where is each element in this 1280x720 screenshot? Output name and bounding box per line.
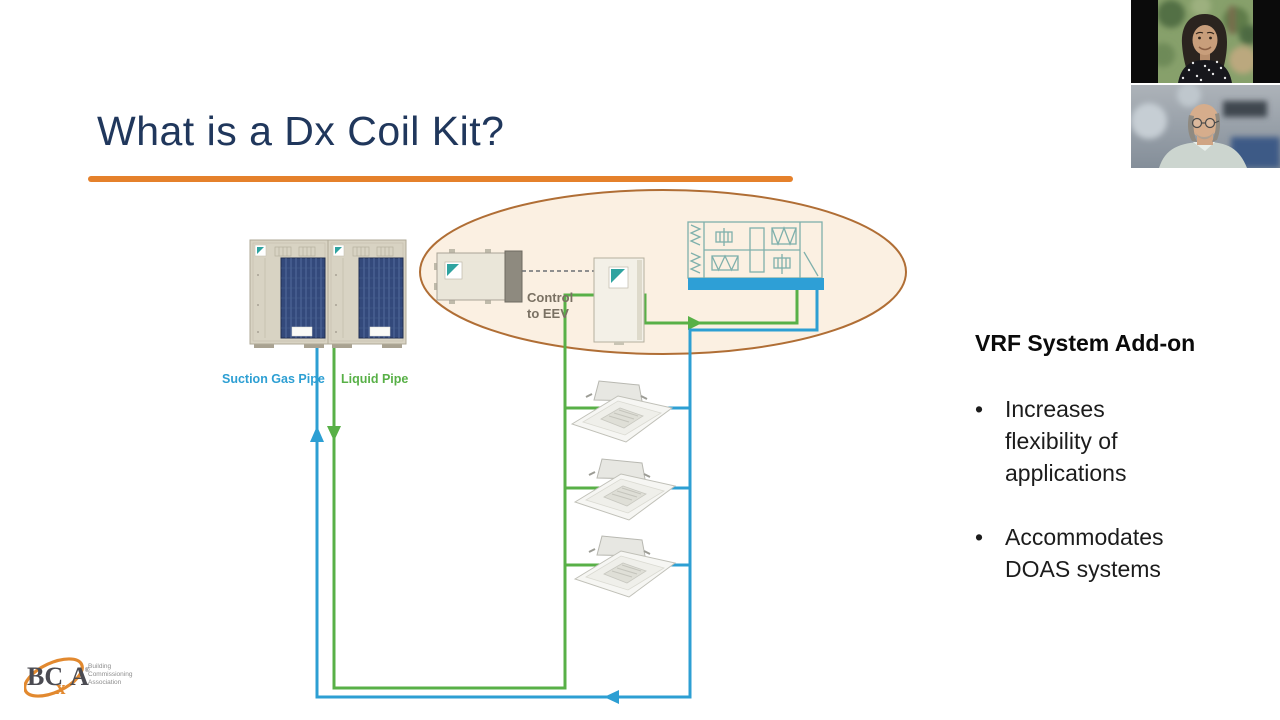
- participant-video-1[interactable]: [1131, 0, 1280, 83]
- liquid-flow-right-arrow: [688, 316, 702, 330]
- suction-gas-pipe-label: Suction Gas Pipe: [222, 372, 325, 386]
- dx-kit-controller-box: [434, 249, 523, 304]
- page-title: What is a Dx Coil Kit?: [97, 108, 505, 154]
- vrf-outdoor-unit-1: [249, 239, 329, 349]
- bullet-item-2: • Accommodates DOAS systems: [975, 521, 1190, 585]
- bca-org-line2: Commissioning: [88, 671, 133, 678]
- bullet-dot: •: [975, 524, 984, 550]
- ceiling-cassette-1: [571, 380, 673, 443]
- bca-logo-bc: BC: [27, 662, 63, 691]
- video-panel: [1131, 0, 1280, 168]
- vrf-outdoor-unit-2: [327, 239, 407, 349]
- notes-heading: VRF System Add-on: [975, 330, 1196, 356]
- participant-2-figure: [1159, 104, 1247, 168]
- participant-video-2[interactable]: [1131, 85, 1280, 168]
- bca-swoosh-icon: [23, 657, 84, 698]
- bca-logo-x: x: [56, 678, 66, 699]
- bca-logo-registered: ®: [85, 667, 90, 674]
- control-to-eev-label-line2: to EEV: [527, 306, 569, 321]
- bullet-text-2: Accommodates DOAS systems: [1005, 524, 1164, 582]
- bullet-text-1: Increases flexibility of applications: [1005, 396, 1127, 486]
- bullet-dot: •: [975, 396, 984, 422]
- suction-flow-left-arrow: [604, 690, 619, 704]
- video-divider: [1131, 83, 1280, 85]
- participant-1-figure: [1178, 14, 1232, 83]
- participant-1-webcam: [1131, 0, 1280, 83]
- bullet-item-1: • Increases flexibility of applications: [975, 393, 1190, 489]
- bca-logo: BC x A ® Building Commissioning Associat…: [23, 644, 174, 708]
- notes-panel: VRF System Add-on • Increases flexibilit…: [975, 330, 1196, 617]
- control-to-eev-label-line1: Control: [527, 290, 573, 305]
- title-underline: [88, 176, 793, 182]
- eev-box: [593, 257, 645, 345]
- liquid-flow-down-arrow: [327, 426, 341, 441]
- bca-logo-graphic: BC x A ® Building Commissioning Associat…: [23, 657, 133, 699]
- suction-flow-up-arrow: [310, 426, 324, 442]
- bca-org-line3: Association: [88, 679, 122, 686]
- participant-2-webcam: [1131, 85, 1280, 168]
- ahu-supply-plenum: [688, 278, 824, 290]
- bca-org-line1: Building: [88, 663, 112, 670]
- bca-logo-a: A: [70, 662, 89, 691]
- liquid-pipe-label: Liquid Pipe: [341, 372, 408, 386]
- air-handler-schematic: [687, 221, 823, 279]
